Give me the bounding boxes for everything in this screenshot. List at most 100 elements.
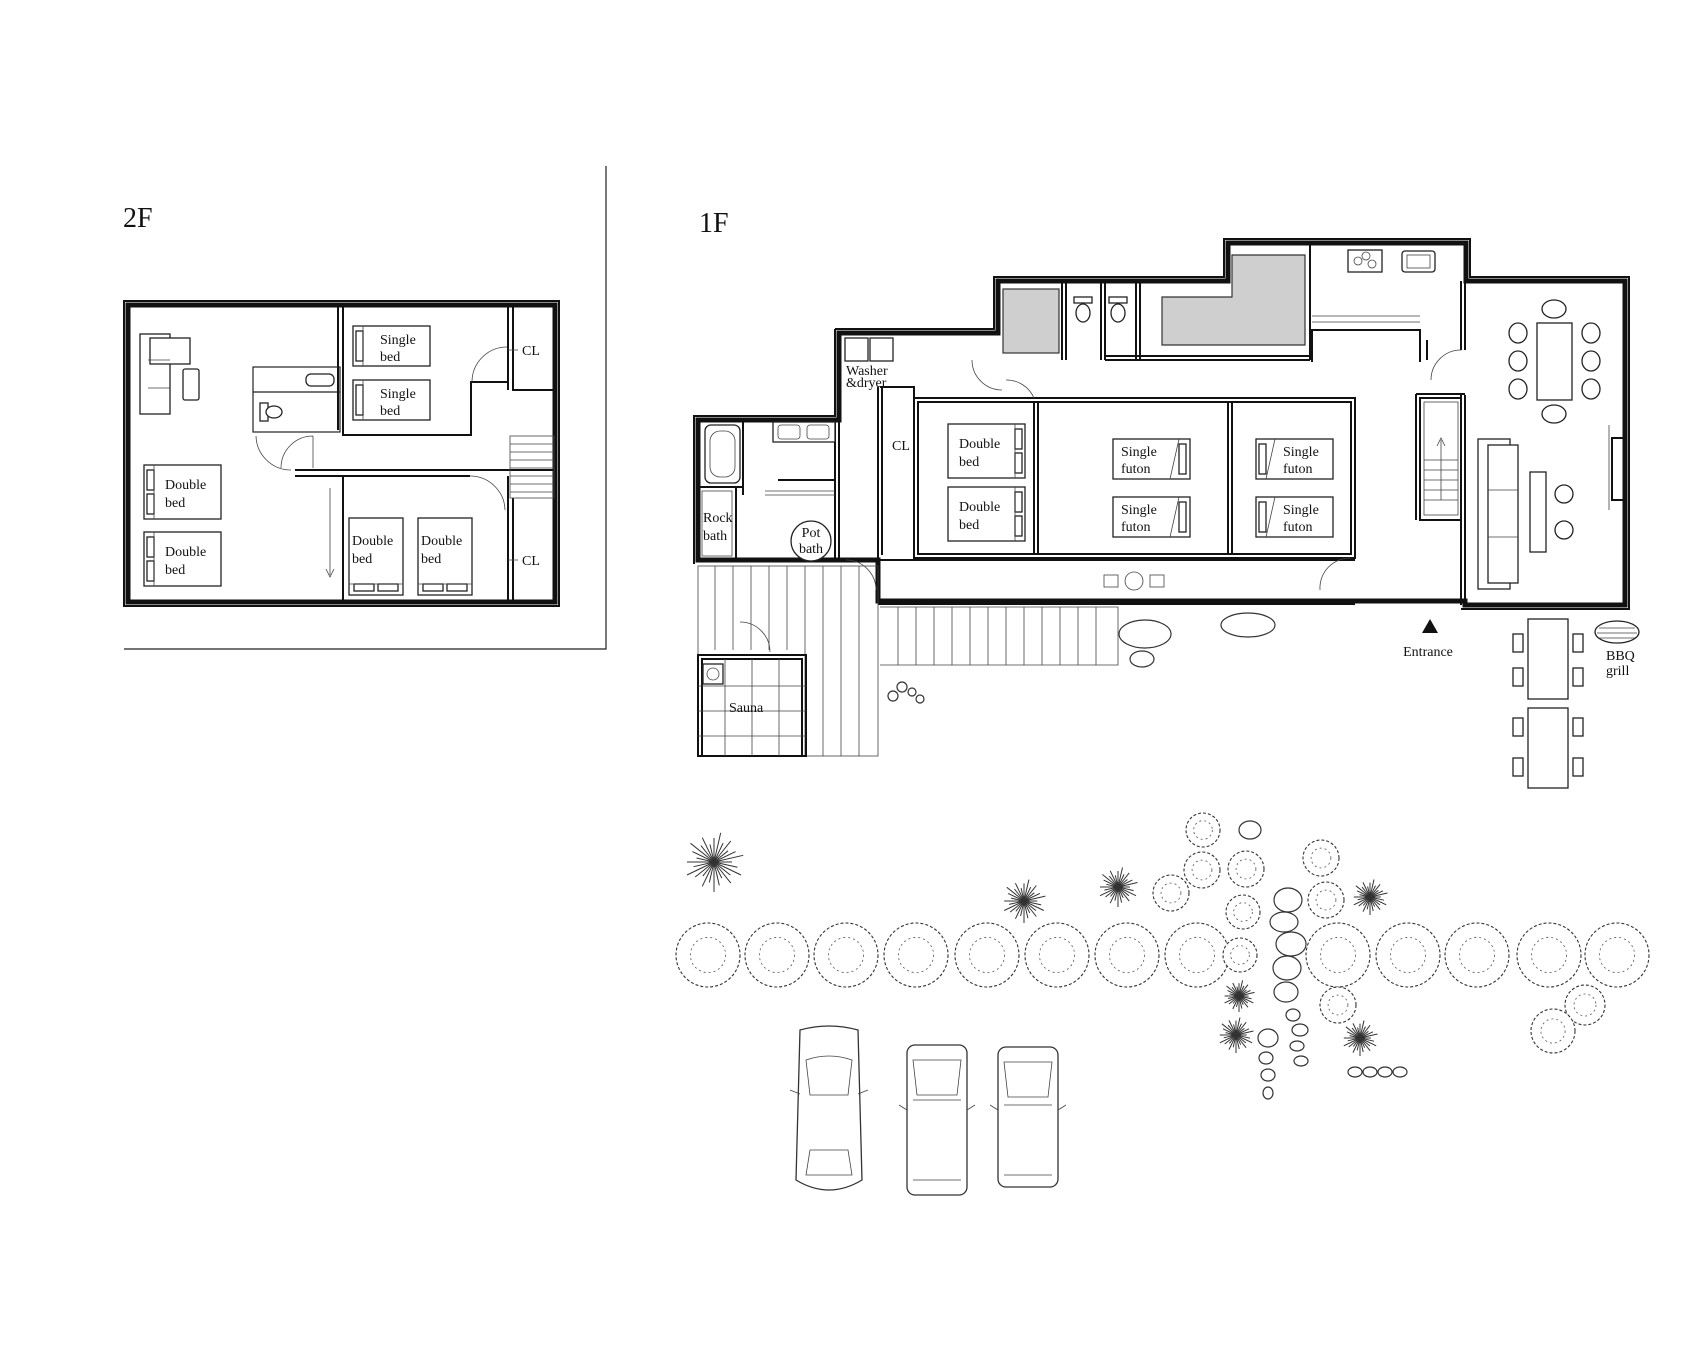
tree-icon bbox=[1319, 986, 1357, 1024]
1f-interior-walls bbox=[696, 243, 1466, 605]
bbq-grill bbox=[1594, 620, 1640, 644]
2f-door bbox=[280, 435, 314, 469]
tree-icon bbox=[954, 922, 1020, 988]
2f-double-bed-2-label: Double bbox=[165, 545, 206, 560]
palm-icon bbox=[1353, 879, 1388, 915]
entrance-marker bbox=[1422, 619, 1438, 633]
sauna bbox=[697, 654, 807, 757]
1f-single-futon-1 bbox=[1112, 438, 1191, 480]
svg-text:bath: bath bbox=[703, 529, 727, 544]
1f-double-bed-1 bbox=[947, 423, 1026, 479]
2f-double-bed-2 bbox=[143, 531, 222, 587]
2f-closet-1-label: CL bbox=[522, 344, 540, 359]
1f-double-bed-2 bbox=[947, 486, 1026, 542]
bay-window bbox=[1611, 437, 1627, 501]
kitchen-sink bbox=[1401, 250, 1436, 273]
tree-icon bbox=[1305, 922, 1371, 988]
1f-toilet-2 bbox=[1110, 303, 1126, 323]
1f-toilet-1 bbox=[1075, 303, 1091, 323]
car-sedan bbox=[789, 1025, 869, 1191]
washer bbox=[844, 337, 869, 362]
stove bbox=[1347, 249, 1383, 273]
washer-label: Washer bbox=[846, 364, 888, 379]
2f-outer-wall bbox=[125, 302, 558, 605]
tree-icon bbox=[1444, 922, 1510, 988]
vanity bbox=[772, 421, 836, 443]
tree-icon bbox=[1227, 850, 1265, 888]
tree-icon bbox=[1094, 922, 1160, 988]
stepping-stones bbox=[1238, 820, 1408, 1100]
2f-double-bed-1 bbox=[143, 464, 222, 520]
pot-bath bbox=[790, 520, 832, 562]
tree-icon bbox=[1516, 922, 1582, 988]
1f-closet-label: CL bbox=[892, 439, 910, 454]
tree-icon bbox=[744, 922, 810, 988]
living-sofa bbox=[1477, 438, 1574, 590]
car-suv-1 bbox=[898, 1044, 976, 1196]
car-suv-2 bbox=[989, 1046, 1067, 1188]
svg-text:grill: grill bbox=[1606, 664, 1629, 679]
sauna-label: Sauna bbox=[729, 701, 764, 716]
tree-icon bbox=[1530, 1008, 1576, 1054]
wood-deck bbox=[697, 565, 1119, 757]
floor-label-2f: 2F bbox=[123, 203, 153, 234]
1f-single-futon-2 bbox=[1112, 496, 1191, 538]
bathtub bbox=[704, 424, 741, 484]
svg-text:bath: bath bbox=[799, 542, 823, 557]
tree-icon bbox=[883, 922, 949, 988]
svg-text:futon: futon bbox=[1283, 520, 1313, 535]
tree-icon bbox=[1225, 894, 1261, 930]
1f-single-futon-3 bbox=[1255, 438, 1334, 480]
dryer bbox=[869, 337, 894, 362]
tree-icon bbox=[1185, 812, 1221, 848]
2f-stairs bbox=[509, 435, 555, 499]
2f-toilet bbox=[265, 405, 283, 419]
svg-text:bed: bed bbox=[959, 518, 979, 533]
tree-icon bbox=[1024, 922, 1090, 988]
palm-icon bbox=[686, 832, 744, 892]
outdoor-table-1 bbox=[1512, 618, 1584, 700]
2f-double-bed-4-label: Double bbox=[421, 534, 462, 549]
tree-icon bbox=[1164, 922, 1230, 988]
entrance-label: Entrance bbox=[1403, 645, 1453, 660]
2f-double-bed-1-label: Double bbox=[165, 478, 206, 493]
palm-icon bbox=[1099, 867, 1138, 907]
svg-text:bed: bed bbox=[352, 552, 372, 567]
garden-trees bbox=[675, 812, 1650, 1054]
1f-single-futon-4-label: Single bbox=[1283, 503, 1319, 518]
2f-washroom bbox=[252, 366, 341, 433]
1f-double-bed-1-label: Double bbox=[959, 437, 1000, 452]
svg-text:futon: futon bbox=[1121, 520, 1151, 535]
garden-stones bbox=[887, 612, 1276, 704]
2f-sink bbox=[305, 373, 335, 387]
1f-kitchen-island bbox=[1161, 254, 1306, 346]
dining-table bbox=[1508, 299, 1601, 424]
2f-sofa bbox=[139, 333, 200, 415]
1f-single-futon-3-label: Single bbox=[1283, 445, 1319, 460]
svg-text:&dryer: &dryer bbox=[846, 376, 887, 391]
tree-icon bbox=[813, 922, 879, 988]
2f-interior-walls bbox=[295, 305, 555, 602]
2f-single-bed-2 bbox=[352, 379, 431, 421]
palm-icon bbox=[1224, 980, 1255, 1012]
pot-bath-label: Pot bbox=[802, 526, 821, 541]
1f-single-futon-4 bbox=[1255, 496, 1334, 538]
outdoor-table-2 bbox=[1512, 707, 1584, 789]
svg-text:futon: futon bbox=[1283, 462, 1313, 477]
rock-bath bbox=[697, 486, 737, 561]
palm-icon bbox=[1003, 879, 1046, 923]
2f-single-bed-1-label: Single bbox=[380, 333, 416, 348]
tree-icon bbox=[1375, 922, 1441, 988]
bbq-label: BBQ bbox=[1606, 649, 1635, 664]
2f-closet-2-label: CL bbox=[522, 554, 540, 569]
svg-text:bed: bed bbox=[380, 404, 400, 419]
palm-icon bbox=[1343, 1020, 1378, 1056]
2f-double-bed-4 bbox=[417, 517, 473, 596]
palm-icon bbox=[1219, 1017, 1254, 1053]
2f-single-bed-1 bbox=[352, 325, 431, 367]
tree-icon bbox=[675, 922, 741, 988]
tree-icon bbox=[1564, 984, 1606, 1026]
2f-single-bed-2-label: Single bbox=[380, 387, 416, 402]
1f-single-futon-1-label: Single bbox=[1121, 445, 1157, 460]
